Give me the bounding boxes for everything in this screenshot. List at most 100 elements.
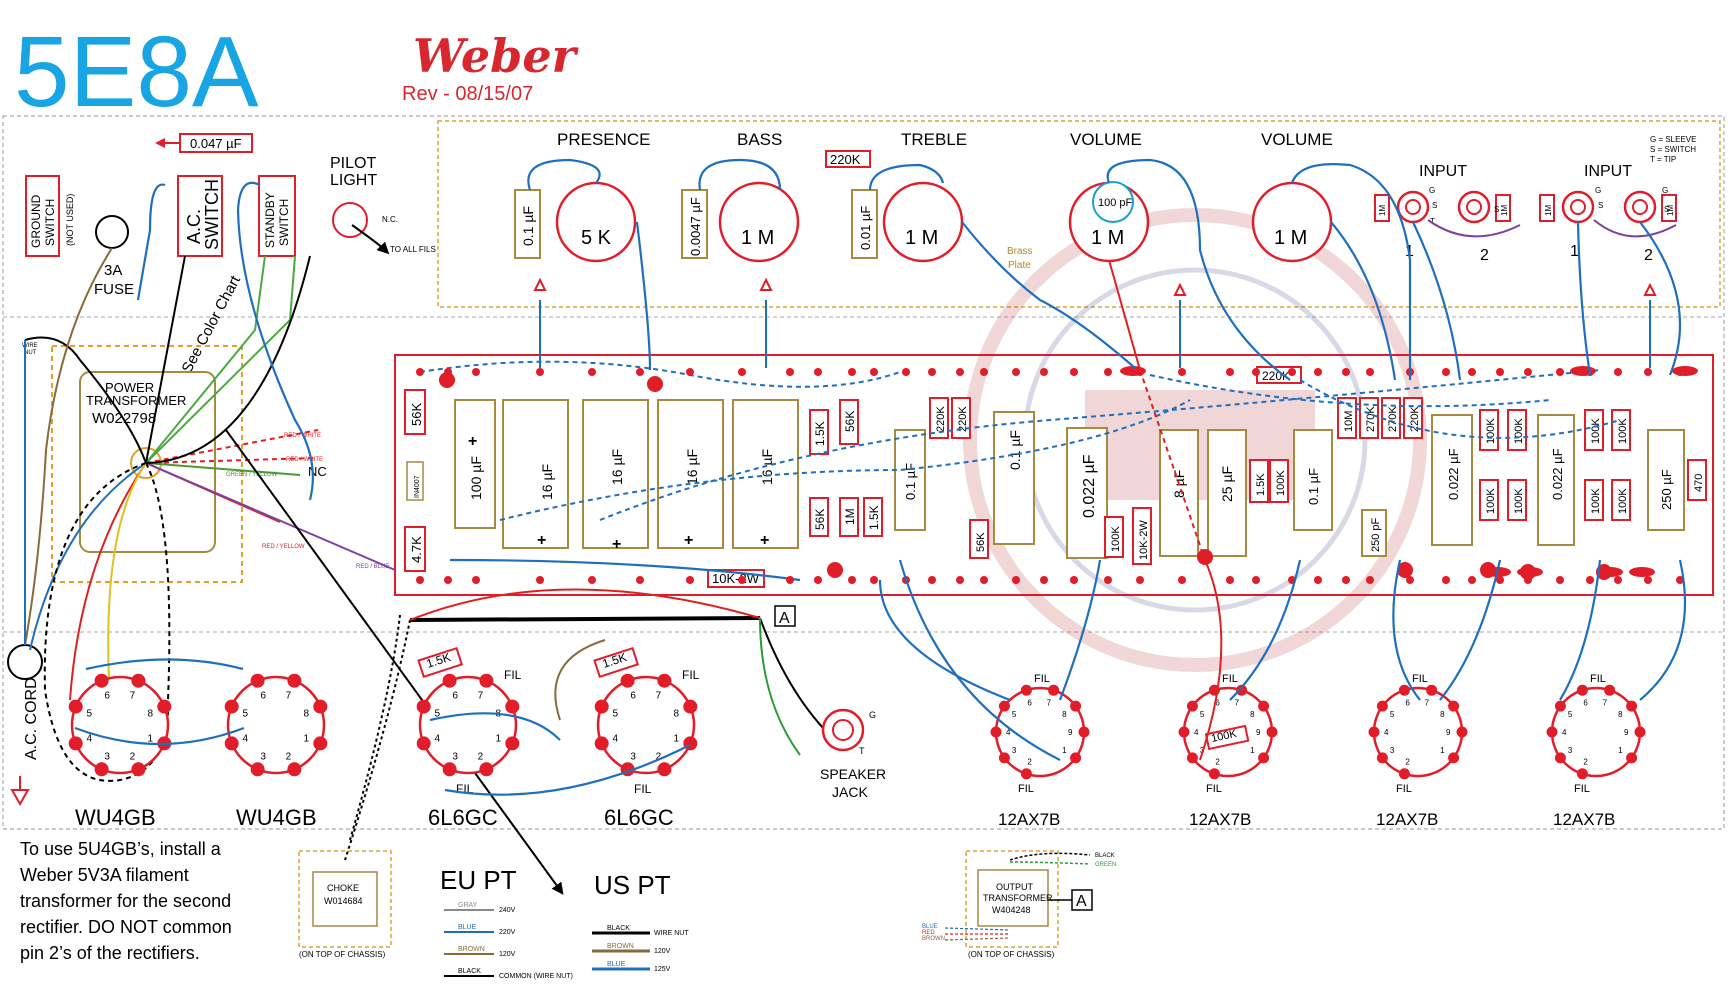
nc-label: N.C. [382,215,398,224]
tube-pin [1448,752,1460,764]
ac-switch[interactable] [177,175,223,257]
input-label-a: INPUT [1419,163,1467,180]
eyelet [1342,576,1350,584]
tube-pin-number: 5 [1390,710,1395,719]
board-cap-250uf: 250 µF [1659,469,1674,510]
speaker-jack-group: SPEAKER JACK G T A [774,605,886,800]
volume-pot-2[interactable] [1251,181,1333,263]
tube-pin [1078,726,1090,738]
tube-pin-number: 8 [304,708,310,719]
input-jack-2a[interactable] [1457,190,1491,224]
tube-pin-number: 9 [1624,728,1629,737]
tube-pin [1258,752,1270,764]
eyelet [848,368,856,376]
fil-label: FIL [1222,673,1238,685]
tube-pin [1020,684,1032,696]
tube-label-wu4gb-2: WU4GB [236,805,317,830]
wire-label-red-blue: RED / BLUE [356,564,389,570]
fil-label: FIL [1018,783,1034,795]
tube-pin-number: 2 [1583,758,1588,767]
cap-100pf-label: 100 pF [1098,197,1133,209]
tube-pin [594,736,609,751]
tube-pin [1186,752,1198,764]
pt-nc-label: NC [308,464,327,479]
tone-resistor-220k: 220K [830,152,861,167]
to-all-fils: TO ALL FILS [390,245,436,254]
tube-pin [594,699,609,714]
cap-100pf-circle [1092,181,1134,223]
tube-pin-number: 2 [130,752,136,763]
board-res-470: 470 [1693,474,1705,492]
tube-pin [1426,684,1438,696]
tube-pin-number: 2 [478,752,484,763]
eyelet [814,368,822,376]
standby-switch[interactable] [258,175,296,257]
ground-switch-label: GROUND [29,194,43,248]
eyelet-board [394,354,1714,596]
eyelet-large [1197,549,1213,565]
speaker-jack-label-2: JACK [832,784,868,800]
brass-plate-label: Brass [1007,246,1033,257]
input-res-b: 1M [1500,205,1509,216]
eyelet-oval [1629,567,1655,577]
ground-switch[interactable] [25,175,60,257]
input-res-c: 1M [1544,205,1553,216]
tube-pin-number: 2 [1027,758,1032,767]
tube-pin-number: 7 [1235,699,1240,708]
eyelet-oval [1672,366,1698,376]
eyelet [416,576,424,584]
fil-label: FIL [504,668,522,682]
us-wire-voltage: 125V [654,966,671,973]
presence-pot[interactable] [555,181,637,263]
fil-label: FIL [634,782,652,796]
fuse-holder[interactable] [95,215,129,249]
rectifier-note-line-1: To use 5U4GB’s, install a [20,839,222,859]
board-res-100k-f: 100K [1513,488,1525,514]
presence-label: PRESENCE [557,130,651,149]
bass-pot[interactable] [718,181,800,263]
tube-pin [1208,768,1220,780]
tube-pin-number: 3 [260,752,266,763]
eyelet-oval [1517,567,1543,577]
board-cap-0022-c: 0.022 µF [1550,448,1565,500]
tube-pin [131,673,146,688]
tube-pin-number: 3 [1390,746,1395,755]
wire-label-red-white-2: RED / WHITE [286,457,323,463]
board-res-100k-a: 100K [1110,526,1122,552]
standby-switch-label-2: SWITCH [277,199,291,246]
rectifier-note-line-4: rectifier. DO NOT common [20,917,232,937]
eu-wire-color: GRAY [458,902,478,909]
model-title: 5E8A [14,16,259,128]
tube-pin [1576,684,1588,696]
eu-wire-color: BLUE [458,924,477,931]
tube-pin-number: 2 [286,752,292,763]
tube-pin-number: 1 [674,734,680,745]
tube-pin-number: 6 [1405,699,1410,708]
tube-pin [1546,726,1558,738]
us-wire-color: BLUE [607,961,626,968]
speaker-jack[interactable] [821,708,865,752]
eyelet [786,576,794,584]
eyelet [1226,368,1234,376]
wire-nut-label: WIRE [22,343,38,349]
board-eyelets [416,366,1698,584]
eyelet-large [647,376,663,392]
ot-wire-red: RED [922,930,935,936]
jack-t-1: T [1430,217,1435,226]
tube-pin-number: 1 [1062,746,1067,755]
fil-label: FIL [1396,783,1412,795]
tube-labels: WU4GB WU4GB 6L6GC 6L6GC 12AX7B 12AX7B 12… [75,646,1615,830]
board-cap-25uf: 25 µF [1219,466,1235,502]
pot-5k-label: 5 K [581,227,612,249]
tube-pin [416,699,431,714]
board-res-220k-d: 10M [1343,411,1355,432]
treble-pot[interactable] [882,181,964,263]
input-jack-1b[interactable] [1561,190,1595,224]
tube-pin-number: 5 [613,708,619,719]
input-jack-2b[interactable] [1623,190,1657,224]
fil-label: FIL [1574,783,1590,795]
board-res-220k-b: 220K [957,406,969,432]
input-jack-1a[interactable] [1396,190,1430,224]
